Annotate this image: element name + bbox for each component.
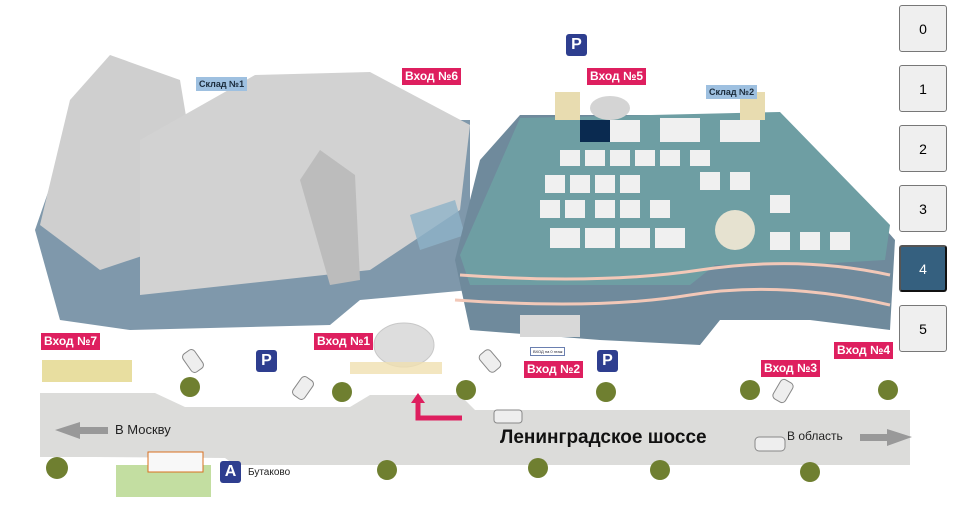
entrance-3-label[interactable]: Вход №3: [761, 360, 821, 377]
warehouse-1-label: Склад №1: [196, 77, 248, 91]
arrow-head: [411, 393, 425, 403]
arrow-right-icon: [860, 429, 912, 446]
cars: [182, 349, 794, 452]
road-name: Ленинградское шоссе: [500, 427, 707, 448]
entrance-7-label[interactable]: Вход №7: [41, 333, 101, 350]
bus: [147, 451, 204, 473]
direction-region: В область: [787, 429, 843, 443]
bus-shelter-7: [42, 360, 132, 382]
entrance-6-label[interactable]: Вход №6: [402, 68, 462, 85]
trees: [46, 377, 898, 482]
entrance-2-label[interactable]: Вход №2: [524, 361, 584, 378]
floor-3-button[interactable]: 3: [899, 185, 947, 232]
entrance-1-label[interactable]: Вход №1: [314, 333, 374, 350]
building-left: [35, 55, 470, 330]
building-right: [454, 92, 895, 345]
arrow-left-icon: [55, 422, 108, 439]
road: [40, 393, 910, 465]
parking-icon: P: [566, 34, 587, 56]
entrance-4-label[interactable]: Вход №4: [834, 342, 894, 359]
plaza-circle: [373, 322, 435, 368]
floor-1-button[interactable]: 1: [899, 65, 947, 112]
floor-0-button[interactable]: 0: [899, 5, 947, 52]
entrance-arrow-icon: [415, 402, 462, 421]
entrance-5-label[interactable]: Вход №5: [587, 68, 647, 85]
floor-2-button[interactable]: 2: [899, 125, 947, 172]
floor-5-button[interactable]: 5: [899, 305, 947, 352]
direction-moscow: В Москву: [115, 422, 171, 437]
floor-4-button[interactable]: 4: [899, 245, 947, 292]
parking-icon: P: [597, 350, 618, 372]
parking-icon: P: [256, 350, 277, 372]
canopy: [350, 362, 442, 374]
bus-stop-icon: A: [220, 461, 241, 483]
warehouse-2-label: Склад №2: [706, 85, 758, 99]
bus-stop-name: Бутаково: [248, 467, 291, 478]
entrance-2-note: ВХОД на 0 этаж: [530, 347, 566, 356]
